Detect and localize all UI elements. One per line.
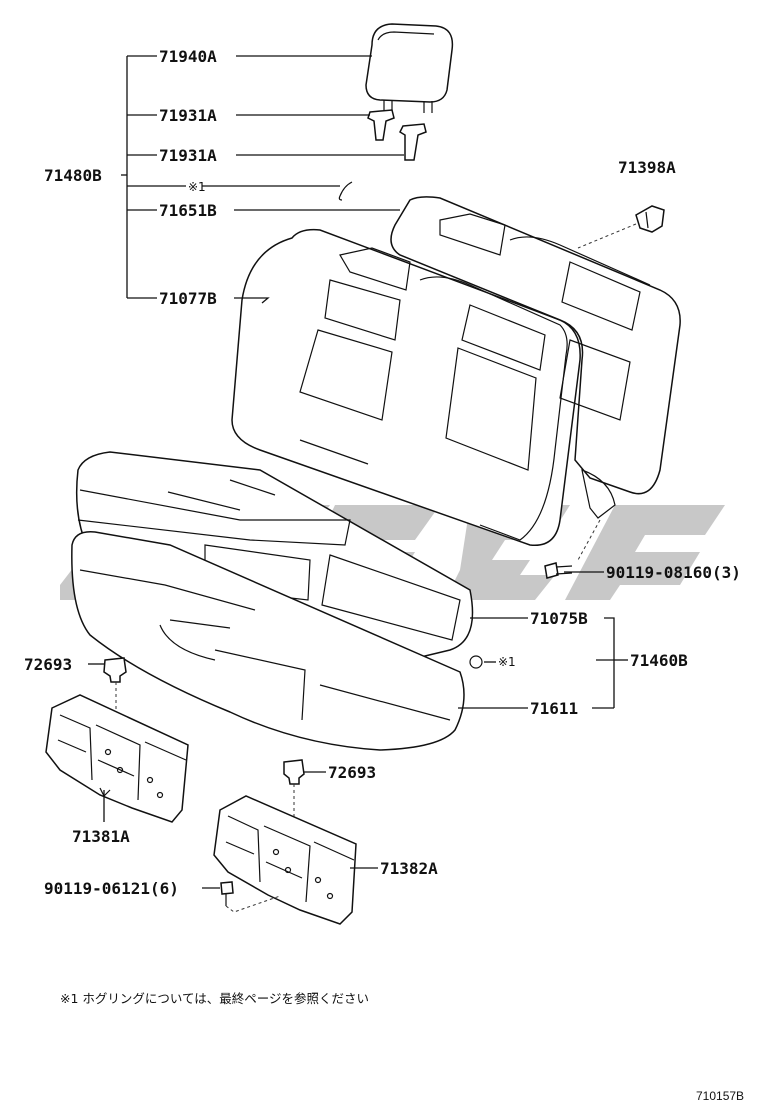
clip-left-drawing bbox=[103, 657, 127, 683]
seat-back-cover-drawing bbox=[390, 196, 681, 519]
label-back-assy: 71480B bbox=[44, 166, 102, 185]
label-bolt-frame: 90119-06121(6) bbox=[44, 879, 179, 898]
label-hinge-cover: 71398A bbox=[618, 158, 676, 177]
label-back-cover: 71651B bbox=[159, 201, 217, 220]
footnote: ※1 ホグリングについては、最終ページを参照ください bbox=[60, 991, 369, 1006]
label-frame-left: 71381A bbox=[72, 827, 130, 846]
diagram-code: 710157B bbox=[696, 1089, 744, 1103]
headrest-supports bbox=[367, 109, 427, 161]
bolt-frame-drawing bbox=[220, 881, 234, 906]
bolt-back-drawing bbox=[544, 562, 573, 579]
label-clip-right: 72693 bbox=[328, 763, 376, 782]
headrest-drawing bbox=[365, 23, 454, 113]
seat-cushion-pad-drawing bbox=[71, 531, 465, 751]
label-hog-ring-cushion: ※1 bbox=[498, 655, 516, 669]
hog-ring-back bbox=[338, 181, 353, 201]
clip-right-drawing bbox=[283, 759, 305, 785]
label-hog-ring-back: ※1 bbox=[188, 180, 206, 194]
label-bolt-back: 90119-08160(3) bbox=[606, 563, 741, 582]
label-support-lower: 71931A bbox=[159, 146, 217, 165]
label-cushion-pad: 71611 bbox=[530, 699, 578, 718]
label-frame-right: 71382A bbox=[380, 859, 438, 878]
label-headrest: 71940A bbox=[159, 47, 217, 66]
leader-lines bbox=[88, 55, 628, 889]
label-cushion-cover: 71075B bbox=[530, 609, 588, 628]
label-support-upper: 71931A bbox=[159, 106, 217, 125]
label-clip-left: 72693 bbox=[24, 655, 72, 674]
frame-left-drawing bbox=[45, 694, 189, 823]
label-back-pad: 71077B bbox=[159, 289, 217, 308]
label-cushion-assy: 71460B bbox=[630, 651, 688, 670]
seat-back-pad-drawing bbox=[231, 228, 581, 547]
hinge-cover-drawing bbox=[635, 205, 665, 233]
frame-right-drawing bbox=[213, 795, 357, 925]
hog-ring-cushion bbox=[469, 655, 483, 669]
